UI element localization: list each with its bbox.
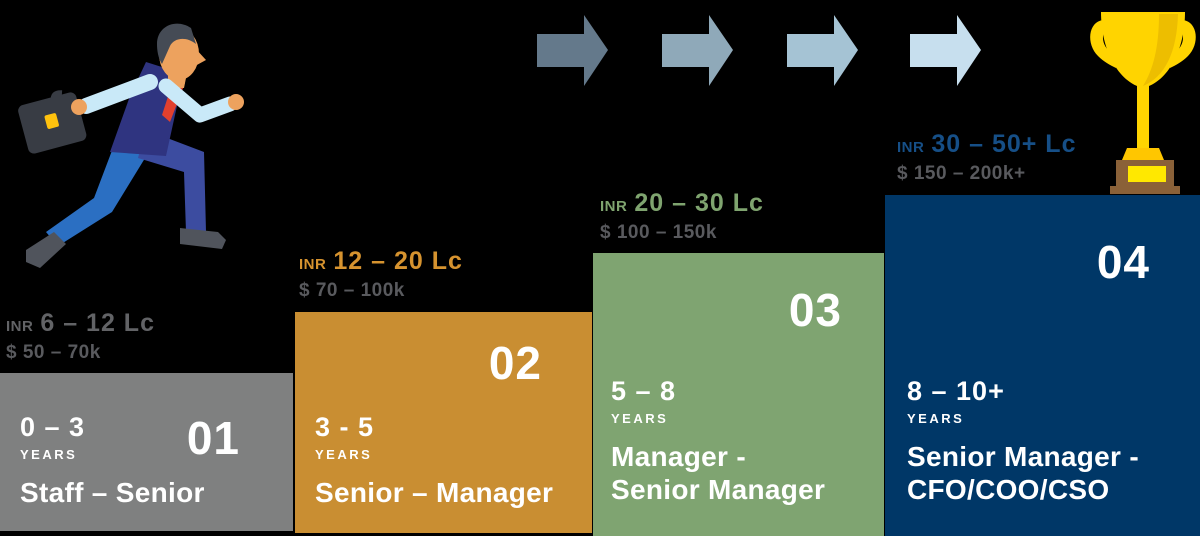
usd-salary-1: $ 50 – 70k <box>6 342 101 363</box>
step-box-4: 04 8 – 10+ YEARS Senior Manager - CFO/CO… <box>885 195 1200 536</box>
years-label: YEARS <box>611 410 669 426</box>
step-title: Senior Manager - <box>907 440 1139 472</box>
inr-salary-1: INR 6 – 12 Lc <box>6 309 155 338</box>
step-content-3: 5 – 8 YEARS Manager - Senior Manager <box>611 375 826 506</box>
usd-salary-2: $ 70 – 100k <box>299 280 405 301</box>
step-number-4: 04 <box>1096 236 1150 288</box>
years-range: 8 – 10+ <box>907 375 1005 406</box>
arrow-right-icon-1 <box>537 15 608 86</box>
inr-salary-4: INR 30 – 50+ Lc <box>897 130 1076 159</box>
usd-salary-3: $ 100 – 150k <box>600 222 717 243</box>
runner-back-leg <box>46 140 150 246</box>
years-label: YEARS <box>907 410 965 426</box>
inr-salary-2: INR 12 – 20 Lc <box>299 247 463 276</box>
salary-label-2: INR 12 – 20 Lc $ 70 – 100k <box>299 247 463 302</box>
years-label: YEARS <box>315 446 373 462</box>
step-box-1: 01 0 – 3 YEARS Staff – Senior <box>0 373 293 531</box>
running-businessman-illustration <box>18 23 244 268</box>
runner-front-leg <box>138 130 206 232</box>
inr-salary-value: 30 – 50+ Lc <box>931 130 1077 158</box>
step-title: Staff – Senior <box>20 476 205 508</box>
runner-nose <box>195 48 206 66</box>
years-label: YEARS <box>20 446 78 462</box>
runner-hair <box>157 23 196 64</box>
inr-salary-value: 20 – 30 Lc <box>634 189 764 217</box>
inr-currency-label: INR <box>6 318 34 335</box>
step-number-1: 01 <box>186 412 240 464</box>
step-title-line2: CFO/COO/CSO <box>907 473 1110 505</box>
step-box-2: 02 3 - 5 YEARS Senior – Manager <box>295 312 592 533</box>
step-content-4: 8 – 10+ YEARS Senior Manager - CFO/COO/C… <box>907 375 1139 506</box>
trophy-icon <box>1090 12 1196 194</box>
briefcase-icon <box>18 90 87 154</box>
step-number-2: 02 <box>488 337 542 389</box>
years-range: 3 - 5 <box>315 411 375 442</box>
inr-salary-value: 12 – 20 Lc <box>333 247 463 275</box>
step-content-2: 3 - 5 YEARS Senior – Manager <box>315 411 554 509</box>
step-number-3: 03 <box>788 284 842 336</box>
runner-front-shoe-icon <box>180 228 226 249</box>
inr-currency-label: INR <box>299 256 327 273</box>
runner-back-arm <box>78 74 158 114</box>
inr-salary-value: 6 – 12 Lc <box>40 309 155 337</box>
runner-back-hand <box>71 99 87 115</box>
inr-currency-label: INR <box>600 198 628 215</box>
salary-label-1: INR 6 – 12 Lc $ 50 – 70k <box>6 309 155 364</box>
step-content-1: 0 – 3 YEARS Staff – Senior <box>20 411 205 509</box>
usd-salary-4: $ 150 – 200k+ <box>897 163 1026 184</box>
arrow-right-icon-2 <box>662 15 733 86</box>
runner-front-hand <box>228 94 244 110</box>
runner-front-arm <box>158 78 238 123</box>
inr-salary-3: INR 20 – 30 Lc <box>600 189 764 218</box>
salary-label-4: INR 30 – 50+ Lc $ 150 – 200k+ <box>897 130 1076 185</box>
inr-currency-label: INR <box>897 139 925 156</box>
step-title: Manager - <box>611 440 746 472</box>
arrow-right-icon-3 <box>787 15 858 86</box>
years-range: 0 – 3 <box>20 411 86 442</box>
salary-label-3: INR 20 – 30 Lc $ 100 – 150k <box>600 189 764 244</box>
briefcase-clasp <box>44 113 59 129</box>
runner-back-shoe-icon <box>26 232 66 268</box>
arrow-right-icon-4 <box>910 15 981 86</box>
step-title: Senior – Manager <box>315 476 554 508</box>
step-title-line2: Senior Manager <box>611 473 826 505</box>
years-range: 5 – 8 <box>611 375 677 406</box>
step-box-3: 03 5 – 8 YEARS Manager - Senior Manager <box>593 253 884 536</box>
